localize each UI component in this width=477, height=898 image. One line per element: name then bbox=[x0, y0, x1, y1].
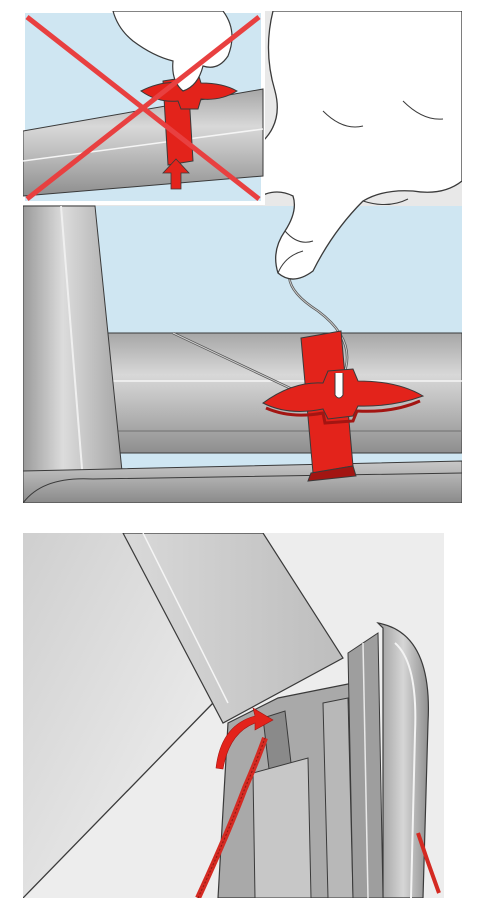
threader-scene bbox=[23, 11, 462, 503]
right-housing bbox=[378, 623, 428, 898]
threader-illustration-panel bbox=[23, 11, 462, 503]
hook-thread-panel bbox=[23, 533, 444, 898]
wrong-method-inset bbox=[23, 11, 263, 203]
hook-scene bbox=[23, 533, 444, 898]
